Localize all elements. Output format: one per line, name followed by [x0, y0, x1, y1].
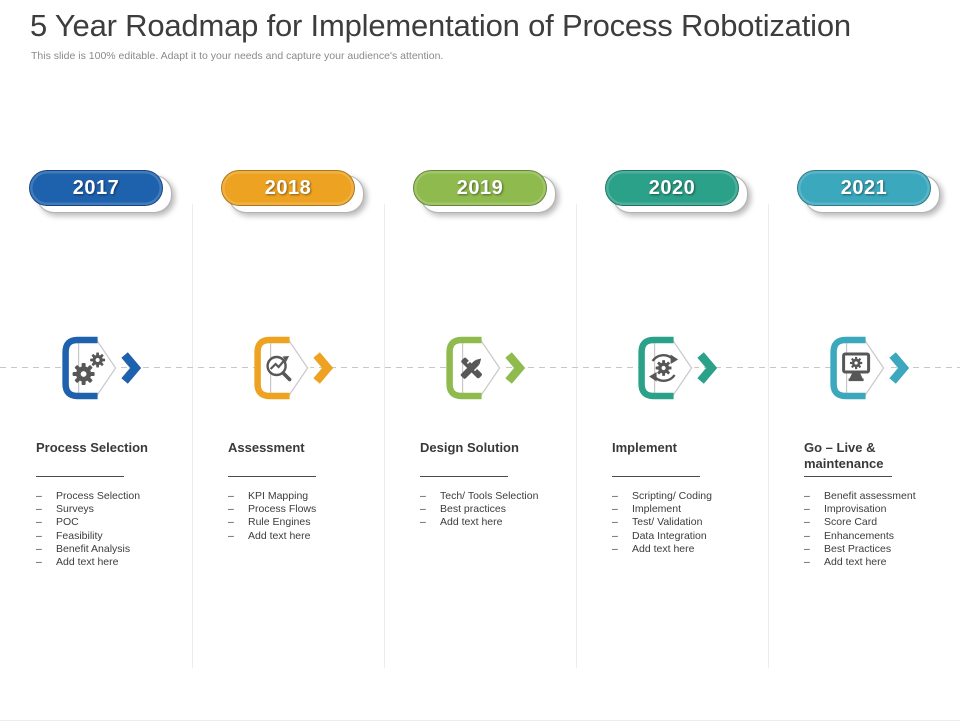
- heading-underline: [228, 476, 316, 477]
- process-sync-gear-icon: [631, 332, 723, 404]
- year-label: 2017: [29, 170, 163, 206]
- heading-underline: [36, 476, 124, 477]
- year-badge-2021[interactable]: 2021: [797, 170, 940, 213]
- bullet-list: –KPI Mapping–Process Flows–Rule Engines–…: [228, 490, 378, 543]
- heading-underline: [420, 476, 508, 477]
- roadmap-column-2019: 2019: [384, 0, 576, 720]
- bullet-list: –Process Selection–Surveys–POC–Feasibili…: [36, 490, 186, 569]
- list-item: –Add text here: [420, 516, 503, 529]
- magnifier-trend-icon: [247, 332, 339, 404]
- list-item: –KPI Mapping: [228, 490, 309, 502]
- list-item: –Process Selection: [36, 490, 141, 502]
- year-label: 2018: [221, 170, 355, 206]
- page-subtitle: This slide is 100% editable. Adapt it to…: [31, 50, 444, 62]
- list-item: –Scripting/ Coding: [612, 490, 712, 502]
- list-item: –Add text here: [36, 556, 119, 569]
- design-tools-icon: [439, 332, 531, 404]
- list-item: –Score Card: [804, 516, 878, 529]
- bullet-list: –Tech/ Tools Selection–Best practices–Ad…: [420, 490, 570, 530]
- list-item: –Test/ Validation: [612, 516, 703, 529]
- year-badge-2017[interactable]: 2017: [29, 170, 172, 213]
- list-item: –Tech/ Tools Selection: [420, 490, 539, 502]
- roadmap-column-2018: 2018 Assessment –KPI Mapping–Process Flo…: [192, 0, 384, 720]
- list-item: –POC: [36, 516, 79, 529]
- year-badge-2020[interactable]: 2020: [605, 170, 748, 213]
- column-divider: [384, 204, 385, 668]
- column-heading: Design Solution: [420, 440, 519, 455]
- bullet-list: –Benefit assessment–Improvisation–Score …: [804, 490, 954, 569]
- list-item: –Data Integration: [612, 529, 707, 542]
- year-label: 2021: [797, 170, 931, 206]
- list-item: –Improvisation: [804, 503, 887, 516]
- column-heading: Process Selection: [36, 440, 148, 455]
- column-divider: [192, 204, 193, 668]
- list-item: –Best Practices: [804, 542, 892, 555]
- column-heading: Go – Live & maintenance: [804, 440, 884, 471]
- list-item: –Surveys: [36, 503, 94, 516]
- year-badge-2019[interactable]: 2019: [413, 170, 556, 213]
- list-item: –Best practices: [420, 503, 506, 516]
- heading-underline: [804, 476, 892, 477]
- list-item: –Process Flows: [228, 503, 317, 516]
- year-badge-2018[interactable]: 2018: [221, 170, 364, 213]
- heading-underline: [612, 476, 700, 477]
- list-item: –Benefit Analysis: [36, 542, 131, 555]
- roadmap-column-2021: 2021 Go – Live & maintenance –Benefit as…: [768, 0, 960, 720]
- page-title: 5 Year Roadmap for Implementation of Pro…: [30, 8, 851, 43]
- monitor-gear-icon: [823, 332, 915, 404]
- list-item: –Enhancements: [804, 529, 895, 542]
- year-label: 2020: [605, 170, 739, 206]
- list-item: –Rule Engines: [228, 516, 311, 529]
- list-item: –Benefit assessment: [804, 490, 916, 502]
- list-item: –Add text here: [804, 556, 887, 569]
- roadmap-column-2017: 2017 Process Selection –Process Selectio…: [0, 0, 192, 720]
- column-heading: Implement: [612, 440, 678, 455]
- column-divider: [576, 204, 577, 668]
- column-heading: Assessment: [228, 440, 305, 455]
- list-item: –Feasibility: [36, 529, 103, 542]
- list-item: –Add text here: [228, 529, 311, 542]
- roadmap-column-2020: 2020 Implement: [576, 0, 768, 720]
- year-label: 2019: [413, 170, 547, 206]
- bullet-list: –Scripting/ Coding–Implement–Test/ Valid…: [612, 490, 762, 556]
- gears-icon: [55, 332, 147, 404]
- column-divider: [768, 204, 769, 668]
- list-item: –Add text here: [612, 542, 695, 555]
- list-item: –Implement: [612, 503, 682, 516]
